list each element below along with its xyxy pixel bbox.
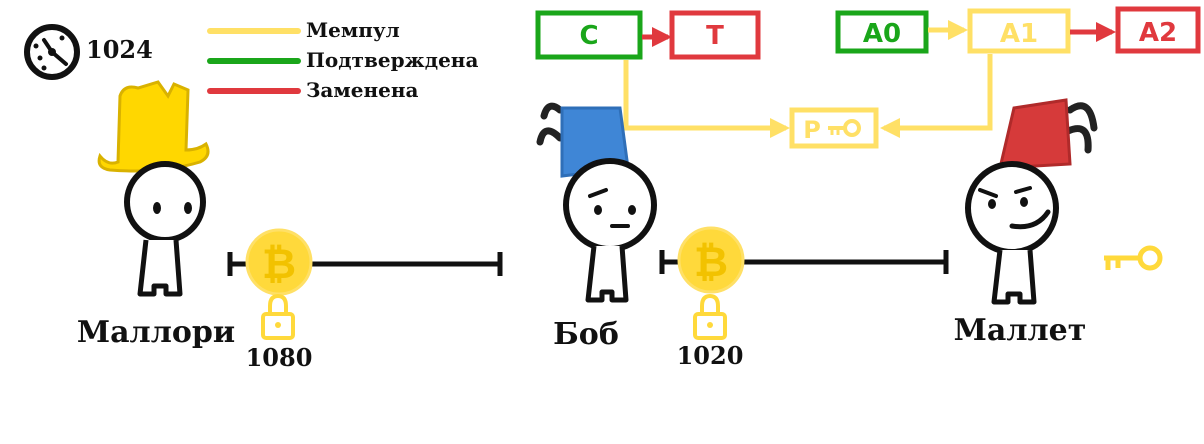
bitcoin-icon: ₿ bbox=[245, 228, 313, 296]
mallory-hat bbox=[97, 80, 210, 173]
svg-text:₿: ₿ bbox=[262, 239, 296, 288]
channel-right: ₿ 1020 bbox=[659, 226, 949, 370]
tx-T: T bbox=[669, 10, 761, 60]
arrow-C-P bbox=[623, 60, 790, 138]
legend-replaced: Заменена bbox=[306, 78, 418, 102]
mallet-body bbox=[991, 249, 1037, 305]
bob-body bbox=[585, 245, 629, 303]
tx-C-label: C bbox=[579, 21, 598, 51]
tx-A2-label: A2 bbox=[1139, 18, 1177, 48]
tx-C: C bbox=[535, 10, 643, 60]
clock-icon bbox=[24, 24, 80, 80]
timelock-right: 1020 bbox=[677, 341, 744, 370]
tx-A1-label: A1 bbox=[1000, 19, 1038, 49]
bob-figure bbox=[536, 102, 657, 303]
svg-text:₿: ₿ bbox=[694, 237, 728, 286]
tx-P-label: P bbox=[803, 116, 821, 144]
tx-P: P bbox=[789, 107, 879, 149]
legend: Мемпул Подтверждена Заменена bbox=[207, 18, 478, 102]
key-icon bbox=[828, 119, 861, 137]
bob-name: Боб bbox=[553, 317, 619, 352]
tx-A0-label: A0 bbox=[863, 19, 901, 49]
mallet-head bbox=[965, 161, 1059, 255]
channel-left: ₿ 1080 bbox=[227, 228, 503, 372]
tx-T-label: T bbox=[706, 21, 724, 51]
mallory-head bbox=[124, 161, 206, 243]
arrow-A1-P bbox=[880, 54, 993, 138]
legend-confirmed: Подтверждена bbox=[306, 48, 478, 72]
mallory-figure bbox=[97, 80, 210, 297]
lock-icon bbox=[261, 293, 295, 340]
tx-A2: A2 bbox=[1115, 6, 1201, 54]
clock-value: 1024 bbox=[86, 35, 153, 64]
tx-A0: A0 bbox=[835, 10, 929, 54]
mallory-body bbox=[137, 239, 183, 297]
bitcoin-icon: ₿ bbox=[677, 226, 745, 294]
bob-head bbox=[563, 158, 657, 252]
timelock-left: 1080 bbox=[246, 343, 313, 372]
mallet-hat bbox=[998, 98, 1072, 170]
lock-icon bbox=[693, 293, 727, 340]
legend-mempool: Мемпул bbox=[306, 18, 400, 42]
mallet-name: Маллет bbox=[954, 313, 1087, 348]
tx-A1: A1 bbox=[967, 8, 1071, 54]
mallory-name: Маллори bbox=[77, 315, 235, 350]
key-icon bbox=[1104, 245, 1163, 271]
mallet-figure bbox=[965, 98, 1098, 305]
